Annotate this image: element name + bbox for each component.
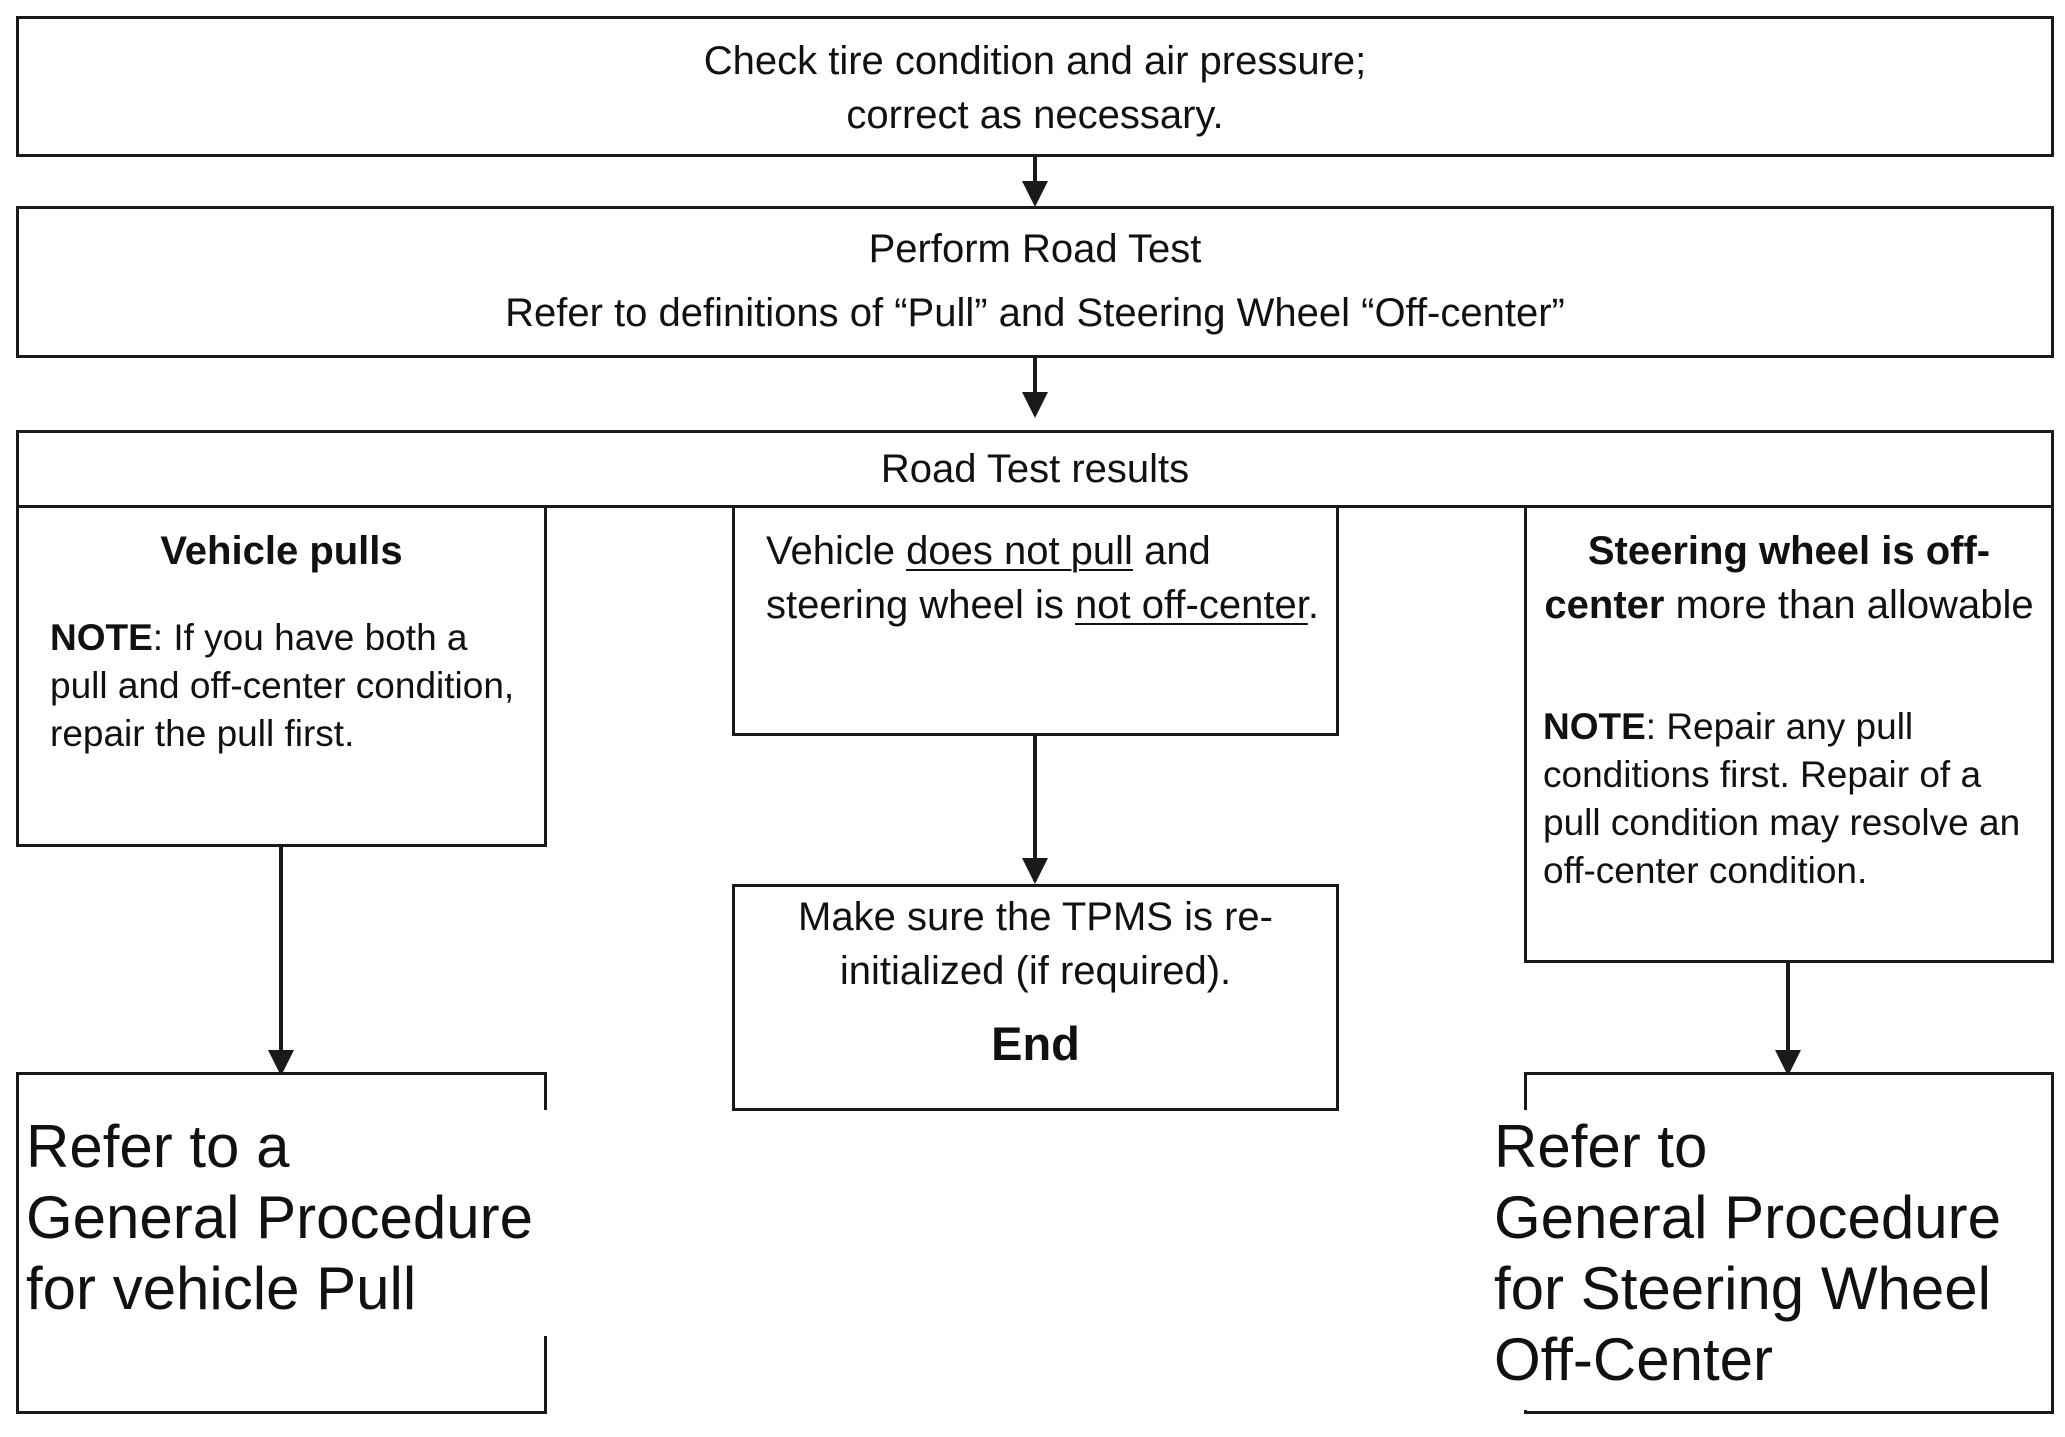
no-pull-underlined-1: does not pull: [906, 529, 1133, 573]
connector-1: [1033, 157, 1037, 182]
off-center-title-bold: Steering wheel is off-center: [1544, 529, 1991, 627]
connector-2: [1033, 358, 1037, 393]
road-test-subtitle: Refer to definitions of “Pull” and Steer…: [505, 291, 1565, 335]
connector-middle: [1033, 736, 1037, 881]
tpms-box: [732, 884, 1339, 1111]
arrow-middle: [1022, 858, 1048, 884]
ref-pull-box-gap: [540, 1110, 552, 1336]
arrow-left: [268, 1050, 294, 1076]
ref-off-center-box-gap: [1519, 1110, 1531, 1410]
off-center-box: [1524, 505, 2054, 963]
tire-check-box: [16, 16, 2054, 157]
ref-off-center-line-2: General Procedure: [1494, 1184, 2001, 1251]
ref-pull-line-3: for vehicle Pull: [26, 1255, 417, 1322]
ref-pull-line-2: General Procedure: [26, 1184, 533, 1251]
vehicle-pulls-box: [16, 505, 547, 847]
ref-pull-box: [16, 1072, 547, 1414]
road-test-results-label: Road Test results: [880, 447, 1190, 491]
arrow-2: [1022, 392, 1048, 418]
road-test-box: [16, 206, 2054, 358]
no-pull-box: [732, 505, 1339, 736]
tire-check-line-2: correct as necessary.: [846, 93, 1224, 137]
no-pull-text-2: and steering wheel is: [766, 529, 1211, 627]
end-label: End: [991, 1017, 1080, 1070]
off-center-note: NOTE: Repair any pull conditions first. …: [1543, 703, 2033, 895]
vehicle-pulls-note-label: NOTE: [50, 617, 153, 658]
tire-check-line-1: Check tire condition and air pressure;: [703, 39, 1367, 83]
off-center-title-rest: more than allowable: [1664, 583, 2034, 627]
connector-left: [279, 847, 283, 1052]
ref-off-center-box: [1524, 1072, 2054, 1414]
no-pull-text-3: .: [1307, 583, 1319, 627]
vehicle-pulls-note-text: : If you have both a pull and off-center…: [50, 617, 515, 754]
no-pull-text-1: Vehicle: [766, 529, 907, 573]
road-test-title: Perform Road Test: [868, 227, 1202, 271]
ref-off-center-line-1: Refer to: [1494, 1113, 1708, 1180]
no-pull-text: Vehicle does not pull and steering wheel…: [766, 524, 1321, 632]
no-pull-underlined-2: not off-center: [1075, 583, 1308, 627]
vehicle-pulls-title: Vehicle pulls: [160, 529, 403, 573]
off-center-note-text: : Repair any pull conditions first. Repa…: [1543, 706, 2021, 891]
off-center-note-label: NOTE: [1543, 706, 1646, 747]
ref-off-center-line-4: Off-Center: [1494, 1326, 1773, 1393]
tpms-text: Make sure the TPMS is re- initialized (i…: [798, 895, 1273, 993]
ref-pull-line-1: Refer to a: [26, 1113, 290, 1180]
off-center-title: Steering wheel is off-center more than a…: [1542, 524, 2036, 632]
arrow-right: [1775, 1050, 1801, 1076]
ref-off-center-line-3: for Steering Wheel: [1494, 1255, 1991, 1322]
arrow-1: [1022, 181, 1048, 207]
vehicle-pulls-note: NOTE: If you have both a pull and off-ce…: [50, 614, 520, 758]
connector-right: [1786, 963, 1790, 1053]
